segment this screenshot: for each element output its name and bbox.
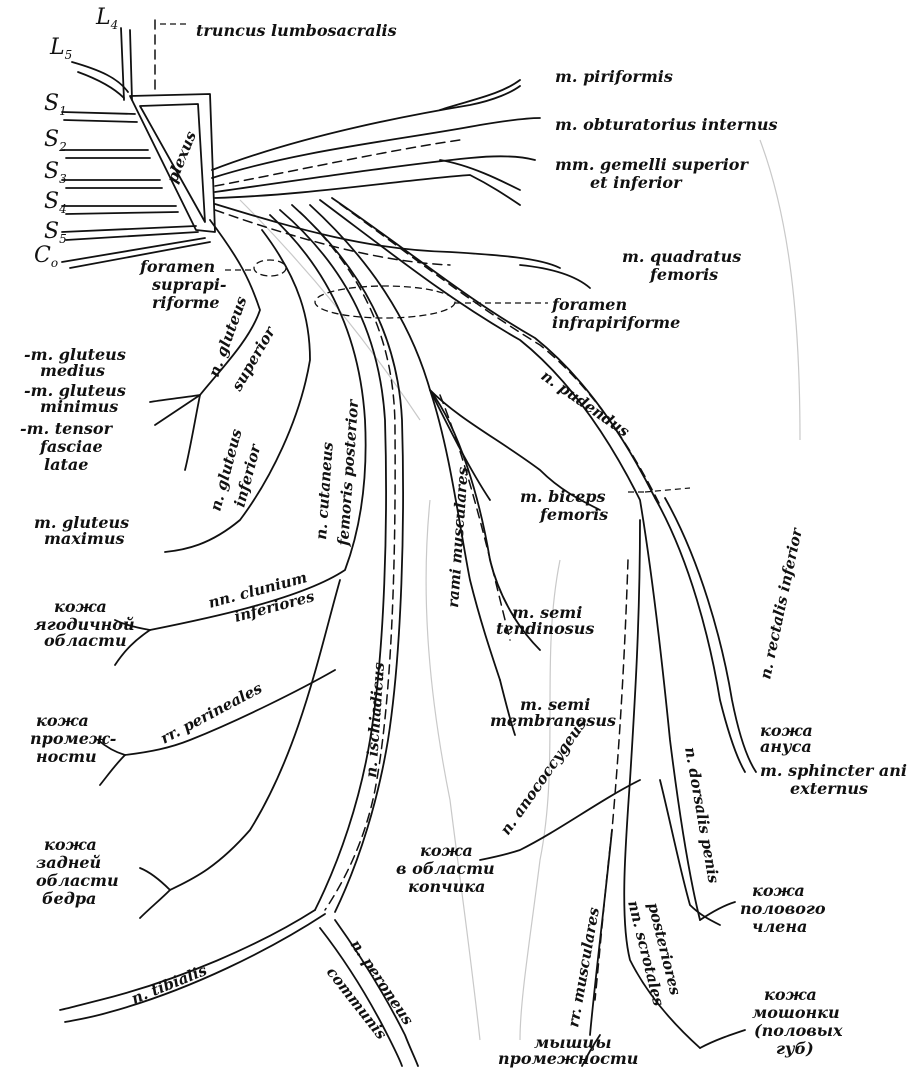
label-muscles-perin-2: промежности	[498, 1049, 638, 1068]
label-skin-scrot-2: мошонки	[752, 1003, 840, 1022]
label-biceps-2: femoris	[539, 505, 608, 524]
label-skin-perin-2: промеж-	[30, 729, 116, 748]
label-quadratus-1: m. quadratus	[622, 247, 741, 266]
root-Co: Co	[34, 243, 58, 270]
label-tensor-1: -m. tensor	[20, 419, 114, 438]
root-S4: S4	[44, 189, 67, 216]
label-dorsalis: n. dorsalis penis	[681, 746, 723, 886]
label-skin-thigh-3: области	[36, 871, 119, 890]
label-skin-anus-2: ануса	[760, 737, 812, 756]
label-supra-2: suprapi-	[151, 275, 227, 294]
label-rami-musc: rami musculares	[444, 466, 472, 608]
label-supra-3: riforme	[152, 293, 220, 312]
root-L4: L4	[95, 5, 118, 32]
labels: truncus lumbosacralis plexus m. piriform…	[20, 21, 907, 1068]
root-S2: S2	[44, 127, 67, 154]
label-skin-glut-3: области	[44, 631, 127, 650]
label-sphincter-2: externus	[790, 779, 868, 798]
label-gemelli-2: et inferior	[590, 173, 683, 192]
label-biceps-1: m. biceps	[520, 487, 605, 506]
label-skin-glut-1: кожа	[54, 597, 107, 616]
label-skin-thigh-2: задней	[36, 853, 101, 872]
label-glut-max-2: maximus	[44, 529, 124, 548]
root-S3: S3	[44, 159, 67, 186]
root-S5: S5	[44, 219, 67, 246]
label-truncus: truncus lumbosacralis	[196, 21, 397, 40]
label-glut-minimus-2: minimus	[40, 397, 118, 416]
label-pudendus: n. pudendus	[538, 367, 634, 441]
label-skin-thigh-4: бедра	[42, 889, 96, 908]
label-skin-perin-1: кожа	[36, 711, 89, 730]
root-S1: S1	[44, 91, 67, 118]
label-tensor-3: latae	[44, 455, 88, 474]
foramen-suprapiriforme-ellipse	[254, 260, 286, 276]
label-skin-coccyx-3: копчика	[408, 877, 485, 896]
label-obturatorius: m. obturatorius internus	[555, 115, 778, 134]
label-skin-coccyx-1: кожа	[420, 841, 473, 860]
label-skin-penis-1: кожа	[752, 881, 805, 900]
label-tensor-2: fasciae	[39, 437, 103, 456]
label-rectalis: n. rectalis inferior	[756, 526, 806, 681]
label-gemelli-1: mm. gemelli superior	[555, 155, 749, 174]
label-infra-1: foramen	[551, 295, 627, 314]
upper-muscular-branches	[212, 80, 590, 288]
label-skin-scrot-1: кожа	[764, 985, 817, 1004]
label-skin-coccyx-2: в области	[396, 859, 495, 878]
label-sphincter-1: m. sphincter ani	[760, 761, 907, 780]
label-skin-penis-3: члена	[752, 917, 807, 936]
label-infra-2: infrapiriforme	[552, 313, 680, 332]
label-supra-1: foramen	[139, 257, 215, 276]
label-cutaneus-1: n. cutaneus	[312, 441, 337, 540]
label-anococcygeus: n. anococcygeus	[497, 715, 591, 838]
label-skin-penis-2: полового	[740, 899, 826, 918]
label-skin-scrot-4: губ)	[776, 1039, 814, 1058]
label-tibialis: n. tibialis	[129, 961, 210, 1008]
label-piriformis: m. piriformis	[555, 67, 673, 86]
label-semimemb-2: membranosus	[490, 711, 616, 730]
root-L5: L5	[49, 35, 72, 62]
label-semitend-2: tendinosus	[496, 619, 594, 638]
label-skin-thigh-1: кожа	[44, 835, 97, 854]
label-glut-medius-2: medius	[40, 361, 105, 380]
label-skin-perin-3: ности	[36, 747, 97, 766]
label-skin-scrot-3: (половых	[754, 1021, 843, 1040]
label-quadratus-2: femoris	[649, 265, 718, 284]
